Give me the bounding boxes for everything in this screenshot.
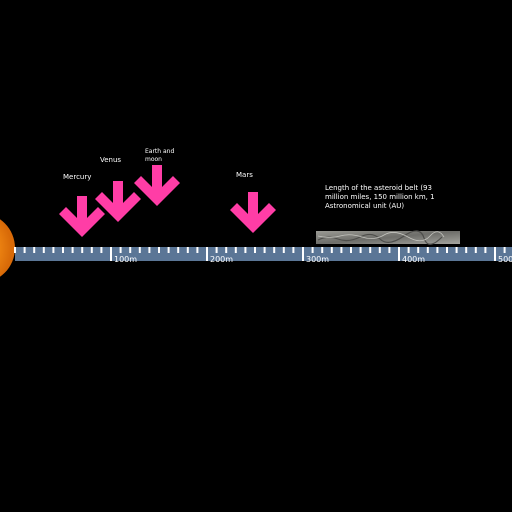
minor-tick (369, 247, 372, 253)
minor-tick (321, 247, 324, 253)
planet-label-earth-and-moon: Earth and moon (145, 148, 175, 163)
minor-tick (340, 247, 343, 253)
planet-label-mercury: Mercury (63, 173, 92, 181)
minor-tick (350, 247, 352, 253)
minor-tick (52, 247, 55, 253)
sun-icon (0, 219, 15, 277)
minor-tick (234, 247, 237, 253)
minor-tick (273, 247, 276, 253)
minor-tick (484, 247, 487, 253)
minor-tick (359, 247, 362, 253)
minor-tick (311, 247, 314, 253)
minor-tick (42, 247, 45, 253)
minor-tick (138, 247, 141, 253)
minor-tick (254, 247, 256, 253)
planet-label-mars: Mars (236, 171, 253, 179)
planet-label-venus: Venus (100, 156, 122, 164)
arrow-down-icon (134, 165, 180, 206)
minor-tick (215, 247, 218, 253)
minor-tick (282, 247, 285, 253)
scale-label-300m: 300m (306, 255, 330, 264)
minor-tick (436, 247, 439, 253)
minor-tick (186, 247, 189, 253)
minor-tick (426, 247, 429, 253)
minor-tick (474, 247, 477, 253)
minor-tick (148, 247, 151, 253)
minor-tick (23, 247, 26, 253)
minor-tick (388, 247, 391, 253)
minor-tick (177, 247, 180, 253)
arrow-down-icon (230, 192, 276, 233)
minor-tick (503, 247, 506, 253)
scale-ticks (14, 247, 506, 261)
minor-tick (330, 247, 333, 253)
minor-tick (158, 247, 160, 253)
minor-tick (196, 247, 199, 253)
scale-label-200m: 200m (210, 255, 234, 264)
scale-label-100m: 100m (114, 255, 138, 264)
scale-label-400m: 400m (402, 255, 426, 264)
minor-tick (167, 247, 170, 253)
minor-tick (378, 247, 381, 253)
major-tick (398, 247, 400, 261)
minor-tick (33, 247, 36, 253)
minor-tick (407, 247, 410, 253)
minor-tick (62, 247, 64, 253)
minor-tick (455, 247, 458, 253)
arrow-down-icon (95, 181, 141, 222)
major-tick (206, 247, 208, 261)
arrow-down-icon (59, 196, 105, 237)
minor-tick (100, 247, 103, 253)
minor-tick (90, 247, 93, 253)
minor-tick (14, 247, 16, 253)
minor-tick (81, 247, 84, 253)
scale-label-500: 500 (498, 255, 512, 264)
minor-tick (244, 247, 247, 253)
asteroid-belt-note: Length of the asteroid belt (93 million … (325, 184, 435, 210)
minor-tick (129, 247, 132, 253)
minor-tick (417, 247, 420, 253)
major-tick (110, 247, 112, 261)
major-tick (494, 247, 496, 261)
minor-tick (263, 247, 266, 253)
minor-tick (446, 247, 448, 253)
asteroid-belt-image (316, 230, 460, 245)
minor-tick (119, 247, 122, 253)
minor-tick (465, 247, 468, 253)
minor-tick (71, 247, 74, 253)
minor-tick (292, 247, 295, 253)
minor-tick (225, 247, 228, 253)
major-tick (302, 247, 304, 261)
